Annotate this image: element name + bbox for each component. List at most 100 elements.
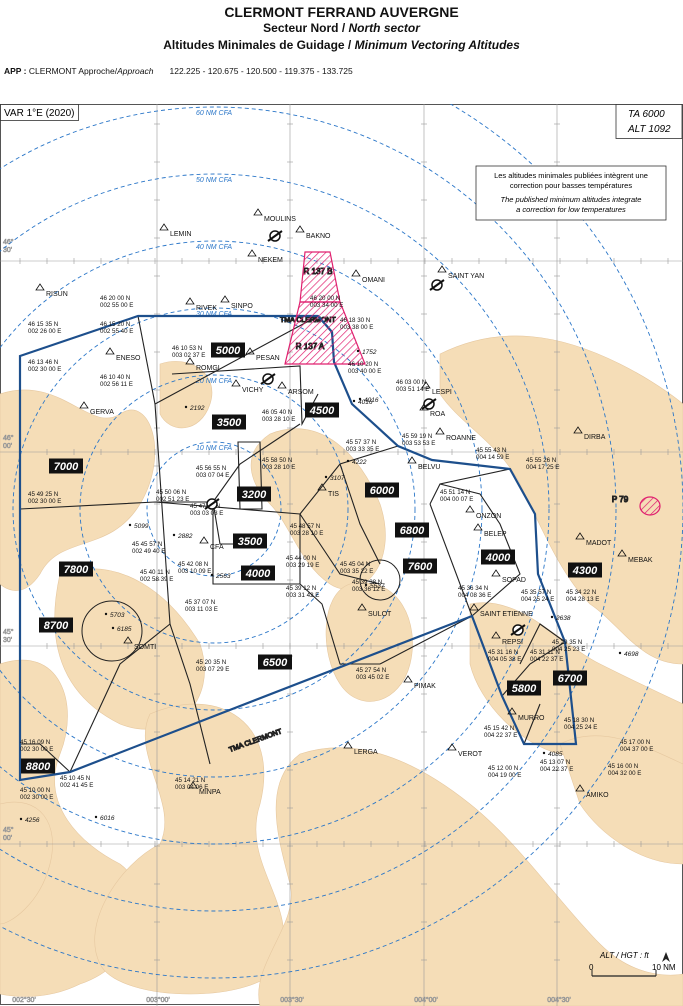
- obstacle-circle: [359, 559, 401, 601]
- coordinate-label: 002 56 11 E: [100, 381, 133, 388]
- coordinate-label: 003 07 29 E: [196, 666, 229, 673]
- fix-triangle-icon: [105, 347, 115, 355]
- fix-triangle-icon: [185, 297, 195, 305]
- place-label: OMANI: [362, 277, 385, 284]
- place-label: NEKEM: [258, 257, 283, 264]
- terrain-area: [325, 582, 413, 702]
- fix-triangle-icon: [185, 357, 195, 365]
- place-label: TIS: [328, 491, 339, 498]
- latitude-label: 30': [3, 247, 12, 254]
- spot-elevations: 1752401640164222310721925099288225635537…: [19, 349, 639, 824]
- mva-box: [365, 482, 399, 498]
- terrain-area: [0, 389, 156, 591]
- coordinate-label: 003 40 00 E: [348, 368, 381, 375]
- coordinate-label: 46 15 35 N: [28, 321, 58, 328]
- ring-label: 10 NM CFA: [196, 445, 232, 452]
- coordinate-label: 46 10 53 N: [172, 345, 202, 352]
- elevation-dot: [111, 626, 115, 630]
- range-ring: [12, 307, 416, 711]
- coordinate-label: 003 51 14 E: [396, 386, 429, 393]
- range-ring: [146, 441, 282, 577]
- mva-box: [395, 522, 429, 538]
- elevation-dot: [356, 349, 360, 353]
- mva-value: 4500: [309, 405, 335, 417]
- runway-icon: [267, 230, 283, 242]
- place-label: SAINT YAN: [448, 273, 484, 280]
- elevation-dot: [104, 612, 108, 616]
- fix-triangle-icon: [247, 249, 257, 257]
- fix-triangle-icon: [465, 505, 475, 513]
- sector-line: [154, 315, 319, 405]
- coordinate-label: 45 57 37 N: [346, 439, 376, 446]
- mva-box: [481, 549, 515, 565]
- coordinate-label: 002 55 40 E: [100, 328, 133, 335]
- mva-value: 8800: [26, 761, 51, 773]
- coordinate-label: 003 45 02 E: [356, 674, 389, 681]
- mva-value: 3500: [238, 536, 263, 548]
- coordinate-label: 45 39 38 N: [352, 579, 382, 586]
- elevation-label: 2192: [189, 405, 205, 412]
- elevation-label: 4085: [548, 751, 563, 758]
- mva-value: 5800: [512, 683, 537, 695]
- coordinate-label: 45 34 22 N: [566, 589, 596, 596]
- mva-value: 6700: [558, 673, 583, 685]
- elevation-dot: [542, 751, 546, 755]
- sector-line: [155, 501, 301, 585]
- place-label: SAINT ETIENNE: [480, 611, 533, 618]
- coordinate-label: 45 59 19 N: [402, 433, 432, 440]
- latitude-label: 00': [3, 443, 12, 450]
- coordinate-label: 46 10 20 N: [348, 361, 378, 368]
- elevation-dot: [324, 475, 328, 479]
- sector-title: Secteur Nord / North sector: [263, 21, 420, 35]
- mva-box: [403, 558, 437, 574]
- runway-icon: [421, 398, 437, 410]
- coordinate-label: 45 48 57 N: [290, 523, 320, 530]
- coordinate-label: 002 30 00 E: [20, 794, 53, 801]
- terrain-area: [439, 335, 683, 665]
- elevation-dot: [172, 533, 176, 537]
- fix-triangle-icon: [573, 426, 583, 434]
- coordinate-label: 45 58 50 N: [262, 457, 292, 464]
- fix-triangle-icon: [473, 523, 483, 531]
- coordinate-label: 003 35 22 E: [340, 568, 373, 575]
- place-label: DIRBA: [584, 434, 606, 441]
- range-ring: [79, 374, 349, 644]
- fix-triangle-icon: [295, 225, 305, 233]
- coordinate-label: 45 49 25 N: [28, 491, 58, 498]
- elevation-dot: [19, 817, 23, 821]
- fix-triangle-icon: [421, 381, 431, 389]
- fix-triangle-icon: [407, 456, 417, 464]
- runway-icon: [429, 279, 445, 291]
- longitude-label: 003°30': [280, 996, 304, 1004]
- sector-line: [429, 503, 473, 617]
- coordinate-label: 46 13 46 N: [28, 359, 58, 366]
- place-label: ROANNE: [446, 435, 476, 442]
- mva-value: 3500: [217, 417, 242, 429]
- elevation-dot: [358, 397, 362, 401]
- elevation-dot: [184, 405, 188, 409]
- coordinate-label: 003 33 35 E: [346, 446, 379, 453]
- coordinate-label: 003 10 09 E: [178, 568, 211, 575]
- elevation-dot: [210, 573, 214, 577]
- coordinate-label: 45 16 09 N: [20, 739, 50, 746]
- coordinate-label: 004 08 36 E: [458, 592, 491, 599]
- place-label: VICHY: [242, 387, 264, 394]
- elevation-label: 2638: [555, 615, 571, 622]
- elevation-label: 6185: [117, 626, 132, 633]
- mva-box: [241, 565, 275, 581]
- coordinate-label: 004 32 00 E: [608, 770, 641, 777]
- range-ring: [0, 104, 683, 979]
- coordinate-label: 45 47 05 N: [190, 503, 220, 510]
- sector-line: [299, 513, 381, 585]
- coordinate-label: 002 49 40 E: [132, 548, 165, 555]
- elevation-label: 5703: [110, 612, 125, 619]
- legend-zero: 0: [589, 963, 594, 972]
- place-label: MADOT: [586, 540, 612, 547]
- fix-triangle-icon: [277, 381, 287, 389]
- longitude-label: 004°00': [414, 996, 438, 1004]
- elevation-dot: [346, 459, 350, 463]
- place-label: SINPO: [231, 303, 253, 310]
- mva-labels: 5000450035007000600032006800350040007600…: [21, 342, 602, 774]
- coordinate-label: 002 51 23 E: [156, 496, 189, 503]
